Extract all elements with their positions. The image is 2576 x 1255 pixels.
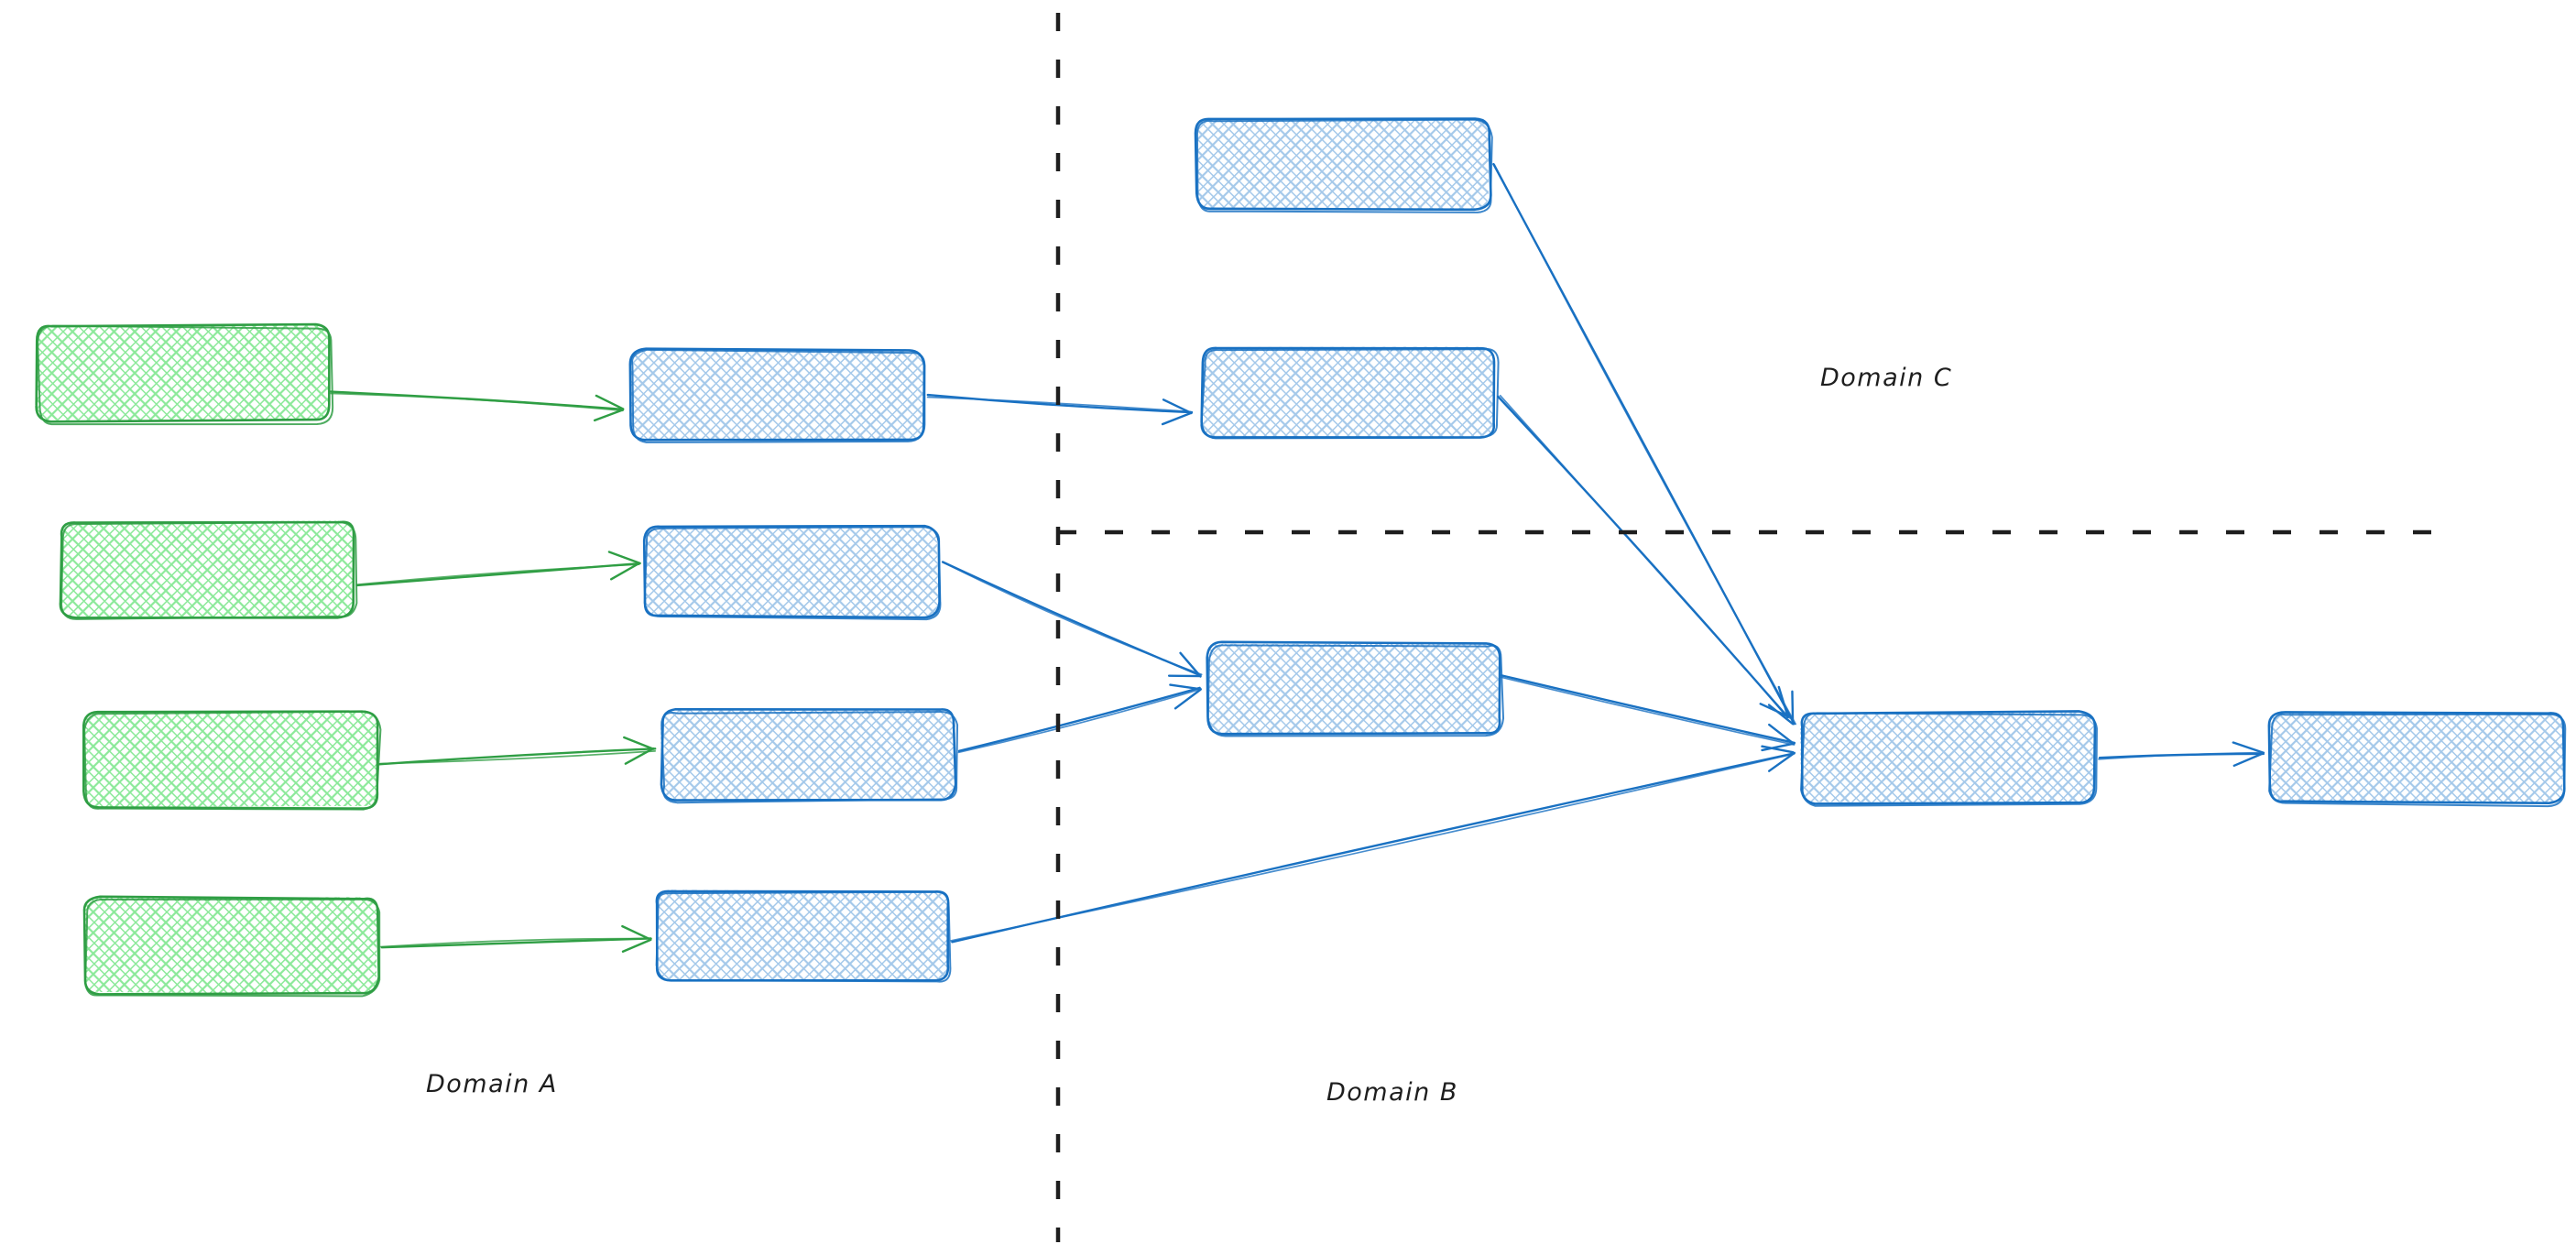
edge-edge-hub-out [2098,741,2265,768]
edge-edge-s2-bctr [941,561,1203,678]
edge-edge-s1-btop [926,393,1194,426]
node-a-stage-3 [660,707,959,804]
label-domain-c: Domain C [1820,364,1953,392]
edge-edge-s4-hub [950,745,1796,944]
node-a-source-1[interactable] [37,325,330,420]
node-b-top[interactable] [1196,119,1490,209]
divider-group [1055,13,2448,1242]
label-domain-b: Domain B [1326,1078,1458,1107]
node-a-stage-2[interactable] [645,527,938,617]
node-a-source-3 [82,710,382,811]
edge-edge-bctr-hub [1501,674,1796,752]
node-b-center [1206,640,1505,737]
label-domain-a: Domain A [426,1070,558,1098]
node-a-source-2 [59,520,358,620]
edge-edge-s3-bctr [957,683,1202,754]
node-a-stage-4[interactable] [656,890,949,980]
node-b-mid-top[interactable] [1202,347,1495,437]
node-c-output[interactable] [2270,713,2563,802]
node-a-source-4[interactable] [84,898,377,993]
edge-edge-bmt-hub [1497,394,1791,719]
node-b-top [1194,117,1493,213]
node-a-stage-4 [655,889,952,983]
node-a-source-3[interactable] [84,712,377,807]
node-c-hub[interactable] [1801,713,2094,802]
node-a-stage-3[interactable] [661,710,955,800]
node-a-stage-2 [642,524,942,621]
node-group [35,117,2567,998]
node-a-stage-1 [628,347,926,443]
node-a-stage-1[interactable] [630,350,923,440]
edge-edge-btop-hub [1492,162,1797,726]
node-a-source-2[interactable] [60,521,354,617]
edge-edge-a3 [377,736,657,766]
edge-edge-a1 [329,390,625,422]
node-c-hub [1800,710,2098,807]
node-b-mid-top [1200,346,1500,440]
edge-edge-a2 [355,551,641,587]
node-a-source-4 [82,895,381,998]
node-a-source-1 [35,322,334,426]
edge-group [329,162,2265,953]
node-c-output [2267,711,2567,808]
node-b-center[interactable] [1207,643,1501,733]
edge-edge-a4 [379,924,652,953]
